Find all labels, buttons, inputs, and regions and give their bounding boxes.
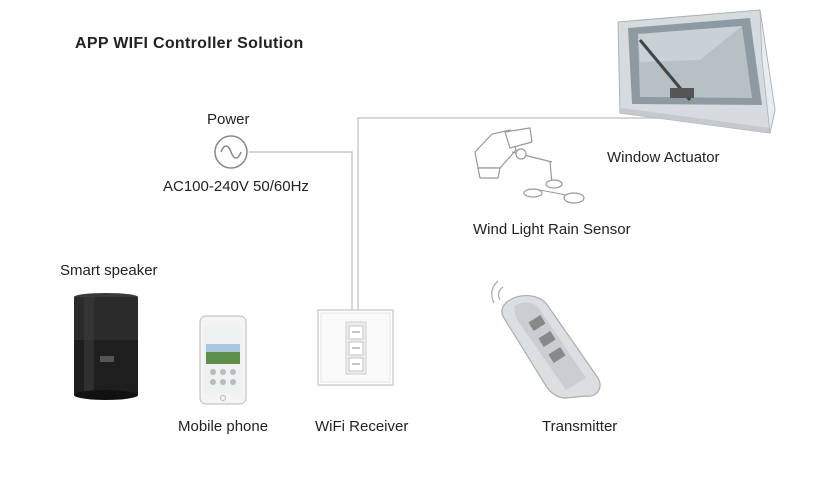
actuator-to-receiver-line	[357, 117, 708, 310]
smart-speaker-label: Smart speaker	[60, 262, 158, 279]
wifi-receiver-label: WiFi Receiver	[315, 418, 409, 435]
power-label: Power	[207, 111, 250, 128]
transmitter-icon	[491, 280, 601, 399]
window-actuator-label: Window Actuator	[607, 149, 720, 166]
mobile-phone-icon	[199, 315, 247, 405]
sensor-icon	[474, 127, 585, 204]
transmitter-label: Transmitter	[542, 418, 618, 435]
page-title: APP WIFI Controller Solution	[75, 35, 304, 52]
wifi-receiver-icon	[317, 309, 394, 386]
mobile-phone-label: Mobile phone	[178, 418, 269, 435]
connection-lines	[249, 117, 708, 310]
smart-speaker-icon	[74, 293, 138, 400]
sensor-label: Wind Light Rain Sensor	[473, 221, 631, 238]
power-spec-label: AC100-240V 50/60Hz	[163, 178, 309, 195]
power-to-receiver-line	[249, 151, 353, 310]
window-actuator-icon	[617, 9, 776, 134]
ac-power-icon	[214, 135, 248, 169]
